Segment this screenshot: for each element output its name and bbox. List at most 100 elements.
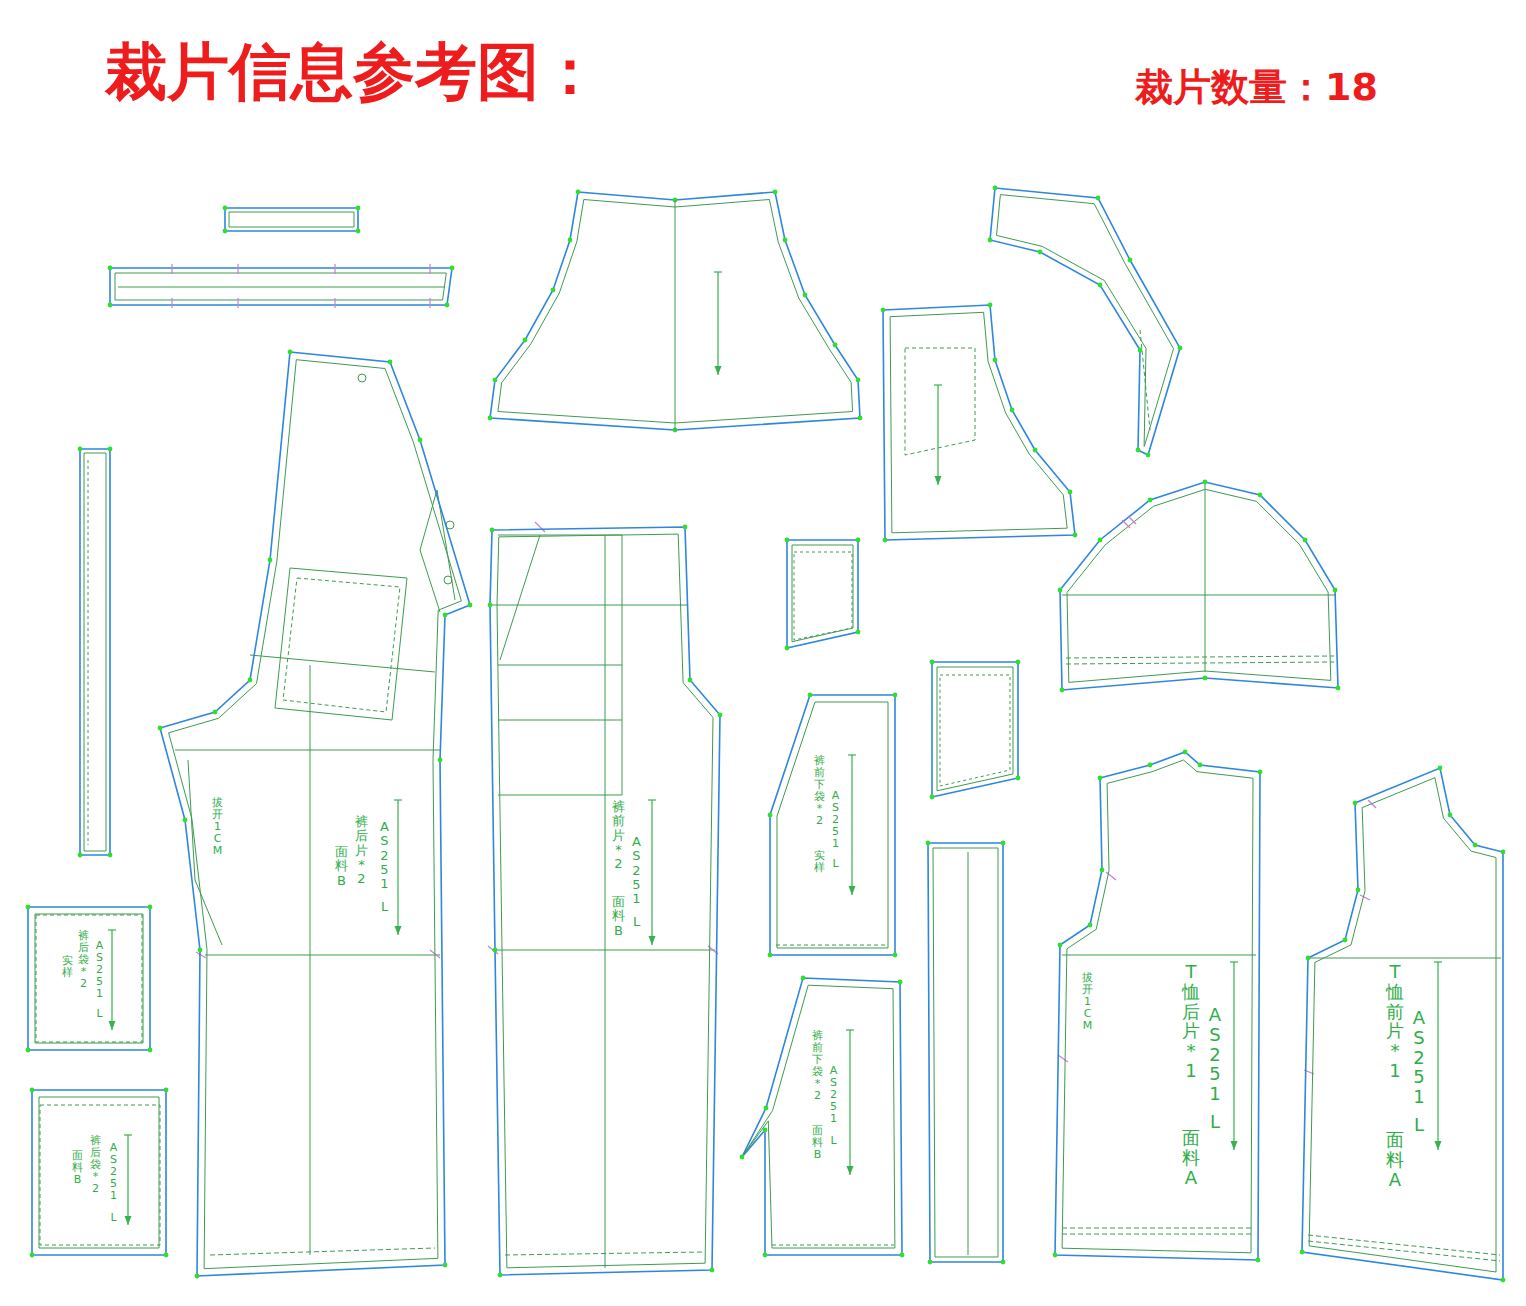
pattern-piece: AS251L裤前片*2面料B — [490, 527, 720, 1275]
vertex-dot — [108, 853, 113, 858]
notch-mark — [1360, 895, 1370, 900]
seam-line — [744, 985, 895, 1248]
pocket-line — [940, 675, 1010, 786]
vertex-dot — [881, 308, 886, 313]
piece-label: L — [828, 1135, 839, 1147]
pattern-piece: AS251LT恤前片*1面料A — [1302, 768, 1503, 1280]
notch-mark — [429, 264, 430, 274]
seam-line — [39, 1097, 159, 1248]
vertex-dot — [1096, 196, 1101, 201]
vertex-dot — [26, 905, 31, 910]
vertex-dot — [993, 186, 998, 191]
hip-line — [250, 655, 435, 672]
knee-line — [492, 950, 715, 951]
vertex-dot — [1001, 841, 1006, 846]
seam-line — [997, 195, 1174, 447]
vertex-dot — [568, 238, 573, 243]
vertex-dot — [785, 646, 790, 651]
vertex-dot — [445, 303, 450, 308]
grain-tick — [124, 1134, 132, 1135]
notch-mark — [171, 298, 172, 308]
piece-label: L — [378, 900, 391, 914]
vertex-dot — [248, 678, 253, 683]
vertex-dot — [1058, 943, 1063, 948]
piece-label: L — [1410, 1115, 1428, 1135]
vertex-dot — [1356, 888, 1361, 893]
seam-line — [35, 914, 143, 1043]
pattern-piece: AS251L裤后袋*2面料B — [32, 1090, 166, 1255]
piece-label: L — [630, 915, 643, 929]
piece-label: T恤前片*1 — [1386, 962, 1404, 1081]
grain-line — [651, 800, 652, 945]
fold-line — [968, 852, 969, 1255]
piece-outline — [742, 978, 902, 1255]
grain-line — [397, 800, 398, 935]
vertex-dot — [551, 288, 556, 293]
cut-line — [990, 188, 1180, 455]
vertex-dot — [108, 447, 113, 452]
grain-line — [937, 385, 938, 485]
piece-label: 裤前下袋*2 — [814, 755, 825, 828]
vertex-dot — [803, 293, 808, 298]
vertex-dot — [768, 813, 773, 818]
vertex-dot — [688, 678, 693, 683]
pattern-piece: AS251LT恤后片*1面料A拔开1CM — [1055, 752, 1260, 1260]
pocket-line — [905, 348, 975, 455]
cut-line — [1060, 482, 1338, 690]
vertex-dot — [893, 953, 898, 958]
page-title: 裁片信息参考图： — [105, 30, 601, 114]
grain-tick — [648, 799, 656, 800]
grain-arrow — [935, 476, 942, 485]
vertex-dot — [1060, 688, 1065, 693]
grain-line — [849, 1030, 850, 1175]
vertex-dot — [164, 1253, 169, 1258]
notch-mark — [196, 952, 206, 958]
hem-line — [776, 945, 888, 946]
vertex-dot — [1033, 448, 1038, 453]
piece-label: 裤前片*2 — [612, 800, 625, 871]
knee-line — [205, 955, 440, 956]
cut-line — [770, 695, 895, 955]
vertex-dot — [108, 303, 113, 308]
piece-label: 面料B — [612, 895, 625, 938]
vertex-dot — [898, 980, 903, 985]
piece-label: AS251 — [830, 790, 841, 850]
vertex-dot — [1343, 938, 1348, 943]
grain-arrow — [125, 1216, 132, 1225]
pattern-piece: AS251L裤前下袋*2面料B — [742, 978, 902, 1255]
pocket-line — [498, 720, 622, 721]
pocket-line — [498, 535, 622, 795]
drill-hole — [358, 374, 366, 382]
vertex-dot — [148, 1048, 153, 1053]
vertex-dot — [1058, 588, 1063, 593]
piece-label: L — [94, 1008, 105, 1020]
center-line — [1205, 484, 1206, 672]
notch-mark — [171, 264, 172, 274]
bicep-line — [1062, 595, 1336, 596]
cut-line — [160, 352, 470, 1276]
piece-outline — [160, 352, 470, 1276]
vertex-dot — [195, 1274, 200, 1279]
piece-label: AS251 — [1206, 1005, 1224, 1104]
vertex-dot — [1178, 346, 1183, 351]
crease-line — [310, 665, 311, 1255]
pocket-line — [40, 1105, 160, 1245]
grain-tick — [394, 799, 402, 800]
vertex-dot — [763, 1253, 768, 1258]
vertex-dot — [993, 358, 998, 363]
piece-label: 面料A — [1386, 1130, 1404, 1189]
pattern-piece — [1058, 480, 1341, 693]
vertex-dot — [1001, 1260, 1006, 1265]
grain-line — [851, 755, 852, 895]
notch-mark — [1058, 1055, 1068, 1062]
vertex-dot — [443, 1263, 448, 1268]
pattern-piece — [930, 660, 1021, 800]
pattern-piece — [108, 266, 455, 308]
seam-line — [1309, 778, 1496, 1272]
vertex-dot — [785, 538, 790, 543]
piece-label: 裤后片*2 — [355, 815, 368, 886]
notch-mark — [429, 298, 430, 308]
seam-line — [229, 212, 354, 227]
seam-line — [1062, 760, 1253, 1253]
vertex-dot — [1203, 480, 1208, 485]
